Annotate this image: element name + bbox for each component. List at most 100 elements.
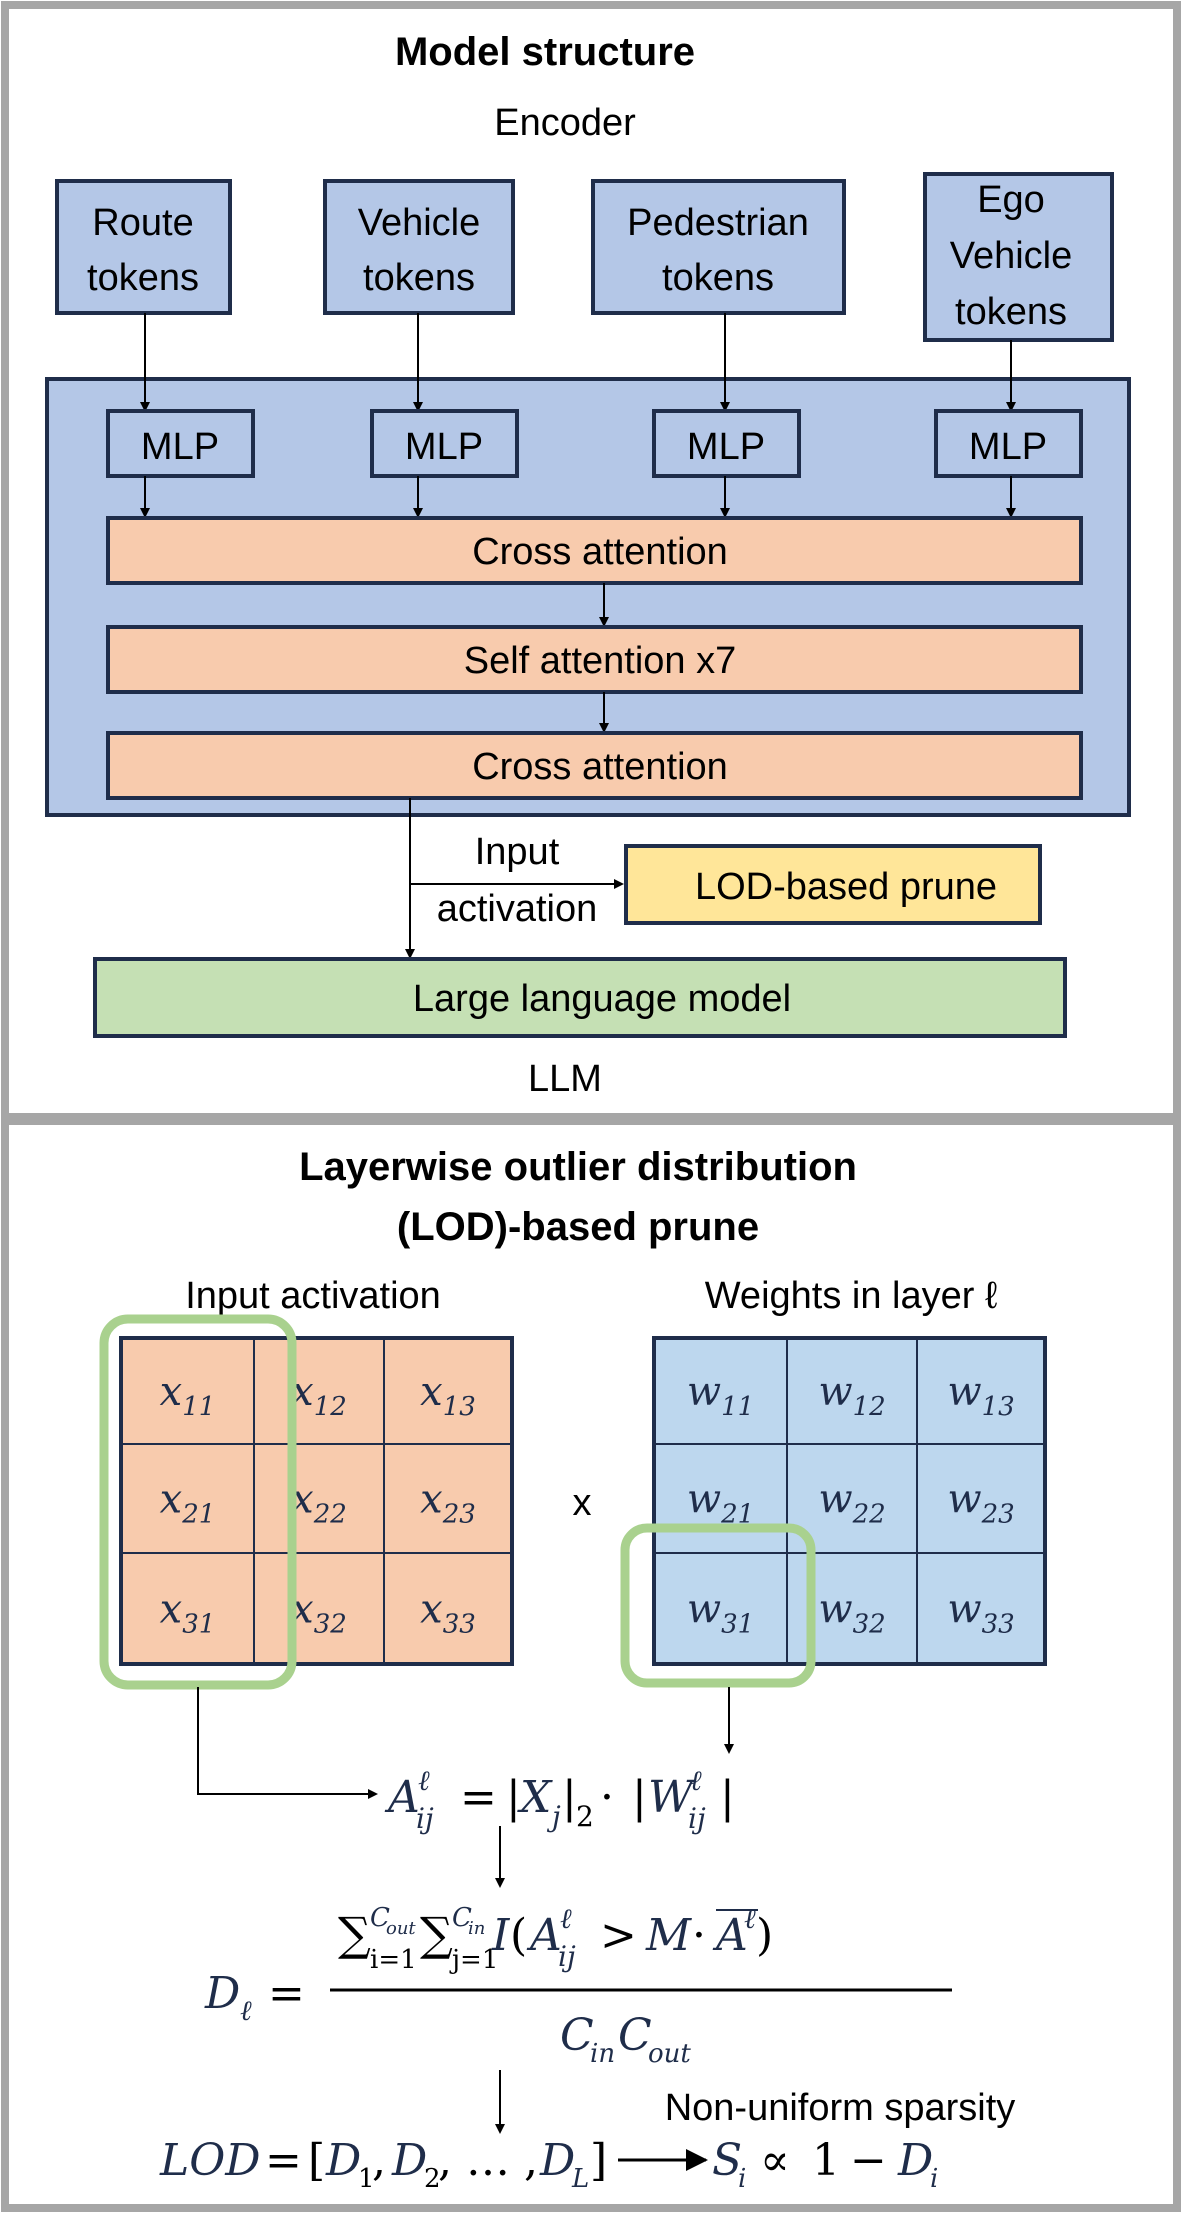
mlp-label-route: MLP — [141, 426, 219, 468]
pedestrian-tokens-box: Pedestrian tokens — [591, 179, 846, 315]
svg-text:S: S — [712, 2135, 742, 2186]
svg-text:I: I — [491, 1910, 511, 1961]
svg-text:1: 1 — [358, 2164, 375, 2194]
svg-text:]: ] — [590, 2135, 607, 2186]
weights-title: Weights in layer ℓ — [705, 1275, 997, 1317]
ego-tokens-line1: Ego — [977, 179, 1045, 221]
svg-text:i: i — [930, 2164, 938, 2194]
ego-vehicle-tokens-box: Ego Vehicle tokens — [923, 172, 1114, 342]
svg-text:−: − — [850, 2135, 887, 2186]
svg-text:∝: ∝ — [760, 2135, 790, 2186]
svg-text:A: A — [712, 1910, 748, 1961]
svg-text:C: C — [452, 1903, 472, 1933]
svg-text:,: , — [372, 2135, 386, 2186]
arrow-activation-to-a — [197, 1687, 378, 1799]
svg-text:ℓ: ℓ — [240, 1994, 252, 2027]
input-activation-label-line2: activation — [437, 888, 598, 930]
multiply-sign: x — [573, 1482, 592, 1524]
mlp-label-vehicle: MLP — [405, 426, 483, 468]
lod-equation: LOD = [ D 1 , D 2 , … , D L ] S i ∝ 1 − … — [159, 2135, 938, 2194]
x-cell-32: x32 — [291, 1587, 347, 1640]
svg-text:∑: ∑ — [420, 1907, 453, 1961]
x-cell-31: x31 — [160, 1587, 216, 1640]
w-cell-33: w33 — [947, 1587, 1014, 1640]
svg-text:ℓ: ℓ — [744, 1902, 756, 1935]
w-cell-12: w12 — [818, 1369, 885, 1422]
svg-text:L: L — [571, 2164, 589, 2194]
input-activation-title: Input activation — [185, 1275, 441, 1317]
svg-text:ij: ij — [688, 1802, 706, 1835]
encoder-label: Encoder — [494, 102, 636, 144]
lod-prune-box: LOD-based prune — [624, 844, 1042, 925]
svg-text:·: · — [692, 1910, 706, 1961]
vehicle-tokens-line2: tokens — [363, 257, 475, 299]
svg-text:ℓ: ℓ — [690, 1764, 702, 1797]
activation-column-highlight — [99, 1314, 297, 1690]
w-cell-31: w31 — [687, 1587, 754, 1640]
svg-text:LOD: LOD — [159, 2135, 261, 2186]
vehicle-tokens-box: Vehicle tokens — [323, 179, 515, 315]
x-cell-33: x33 — [420, 1587, 476, 1640]
cross-attention-1-label: Cross attention — [472, 531, 728, 573]
svg-text:C: C — [370, 1903, 390, 1933]
cross-attention-2-box: Cross attention — [106, 731, 1083, 800]
svg-text:=: = — [268, 1968, 305, 2019]
svg-text:out: out — [386, 1918, 416, 1939]
model-structure-title: Model structure — [395, 30, 695, 74]
svg-text:=: = — [265, 2135, 302, 2186]
svg-text:in: in — [590, 2039, 615, 2069]
self-attention-label: Self attention x7 — [464, 640, 737, 682]
svg-text:2: 2 — [424, 2164, 441, 2194]
svg-text:ij: ij — [558, 1940, 576, 1973]
mlp-label-ego: MLP — [969, 426, 1047, 468]
weight-cell-highlight — [620, 1523, 816, 1688]
vehicle-tokens-line1: Vehicle — [358, 202, 481, 244]
svg-text:C: C — [618, 2010, 652, 2061]
x-cell-22: x22 — [291, 1477, 347, 1530]
mlp-box-pedestrian: MLP — [652, 409, 801, 478]
mlp-label-pedestrian: MLP — [687, 426, 765, 468]
svg-text:M: M — [645, 1910, 692, 1961]
svg-text:·: · — [600, 1772, 614, 1823]
lod-title-line1: Layerwise outlier distribution — [299, 1145, 857, 1189]
route-tokens-box: Route tokens — [55, 179, 232, 315]
svg-text:D: D — [204, 1968, 240, 2019]
ego-tokens-line2: Vehicle — [950, 235, 1073, 277]
svg-text:2: 2 — [576, 1800, 594, 1833]
w-cell-11: w11 — [687, 1369, 754, 1422]
pedestrian-tokens-line2: tokens — [662, 257, 774, 299]
pedestrian-tokens-line1: Pedestrian — [627, 202, 809, 244]
svg-text:ℓ: ℓ — [418, 1764, 430, 1797]
svg-text:i: i — [738, 2164, 746, 2194]
x-cell-12: x12 — [291, 1369, 347, 1422]
svg-text:∑: ∑ — [338, 1907, 371, 1961]
x-cell-21: x21 — [160, 1477, 216, 1530]
w-cell-13: w13 — [947, 1369, 1014, 1422]
svg-text:D: D — [391, 2135, 427, 2186]
lod-prune-label: LOD-based prune — [695, 866, 997, 908]
input-activation-label-line1: Input — [475, 831, 560, 873]
x-cell-13: x13 — [420, 1369, 476, 1422]
mlp-box-vehicle: MLP — [370, 409, 519, 478]
ego-tokens-line3: tokens — [955, 291, 1067, 333]
svg-text:out: out — [648, 2039, 691, 2069]
mlp-box-ego: MLP — [934, 409, 1083, 478]
svg-text:A: A — [526, 1910, 562, 1961]
svg-text:ℓ: ℓ — [560, 1902, 572, 1935]
w-cell-23: w23 — [947, 1477, 1014, 1530]
svg-text:D: D — [897, 2135, 933, 2186]
route-tokens-line2: tokens — [87, 257, 199, 299]
svg-text:, … ,: , … , — [438, 2135, 538, 2186]
svg-text:>: > — [600, 1910, 637, 1961]
svg-text:1: 1 — [812, 2135, 840, 2186]
route-tokens-line1: Route — [92, 202, 193, 244]
svg-text:in: in — [468, 1918, 485, 1939]
svg-text:C: C — [560, 2010, 594, 2061]
cross-attention-1-box: Cross attention — [106, 516, 1083, 585]
svg-text:[: [ — [308, 2135, 325, 2186]
svg-text:|: | — [632, 1772, 647, 1823]
llm-label: LLM — [528, 1058, 602, 1100]
svg-text:): ) — [756, 1910, 773, 1961]
svg-text:X: X — [517, 1772, 553, 1823]
